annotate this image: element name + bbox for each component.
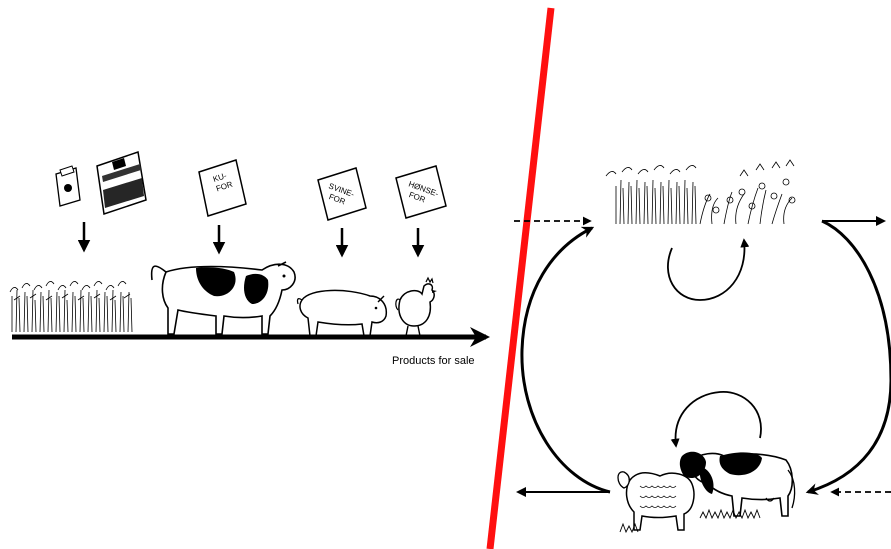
animal-internal-cycle-arrow: [670, 391, 762, 448]
cereal-crop-icon: [9, 281, 133, 333]
divider-line: [486, 7, 555, 549]
cow-grazing-icon: [679, 451, 796, 517]
small-bottle-icon: [55, 165, 81, 207]
pig-icon: [296, 289, 388, 337]
cow-feed-bag-icon: KU-FOR: [198, 159, 247, 217]
crop-to-animal-arrow: [805, 219, 891, 495]
cyclic-system-panel: [514, 159, 891, 534]
mixed-crops-icon: [605, 159, 796, 225]
grass-icon: [619, 508, 761, 534]
cow-icon: [150, 261, 296, 335]
pig-feed-bag-icon: SVINE-FOR: [317, 167, 367, 221]
crop-internal-cycle-arrow: [667, 238, 750, 301]
sheep-icon: [617, 471, 695, 531]
brand-feed-bag-icon: [96, 151, 147, 215]
linear-system-panel: KU-FOR SVINE-FOR HØNSE-FOR: [9, 151, 490, 367]
hen-feed-bag-icon: HØNSE-FOR: [395, 165, 447, 219]
animal-to-crop-arrow: [520, 226, 611, 494]
products-for-sale-label: Products for sale: [392, 355, 475, 367]
chicken-icon: [395, 276, 437, 337]
